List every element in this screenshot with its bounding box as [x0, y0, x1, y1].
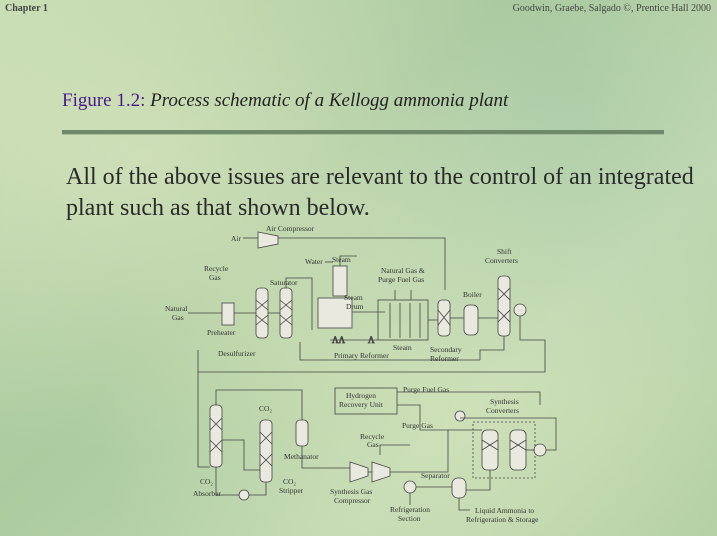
label-purge-gas: Purge Gas — [402, 421, 433, 430]
label-synthesis-converters-1: Synthesis — [490, 397, 519, 406]
label-steam-drum-2: Drum — [346, 302, 364, 311]
label-synthesis-gas-compressor-2: Compressor — [334, 496, 371, 505]
synthesis-exchanger-icon — [454, 410, 466, 422]
label-liquid-ammonia-2: Refrigeration & Storage — [466, 515, 539, 524]
label-steam-bottom: Steam — [393, 343, 412, 352]
label-natural-gas-1: Natural — [165, 304, 188, 313]
methanator-icon — [295, 419, 309, 447]
label-liquid-ammonia-1: Liquid Ammonia to — [475, 506, 534, 515]
label-water: Water — [305, 257, 323, 266]
hydrogen-recovery-unit-icon — [334, 387, 398, 415]
label-air: Air — [231, 234, 242, 243]
chapter-label: Chapter 1 — [5, 3, 48, 14]
label-purge-fuel-gas: Purge Fuel Gas — [403, 385, 449, 394]
air-feed-line — [278, 237, 446, 290]
desulfurizer-icon — [255, 287, 269, 339]
label-recycle-gas-1b: Gas — [209, 273, 221, 282]
label-desulfurizer: Desulfurizer — [218, 349, 256, 358]
label-synthesis-converters-2: Converters — [486, 406, 519, 415]
synthesis-converter-1-icon — [481, 429, 499, 471]
svg-text:ΛΛ: ΛΛ — [332, 335, 346, 345]
label-air-compressor: Air Compressor — [266, 224, 315, 233]
label-recycle-gas-2b: Gas — [367, 440, 379, 449]
synthesis-converter-2-icon — [509, 429, 527, 471]
label-hydrogen-1: Hydrogen — [346, 391, 376, 400]
shift-heat-exchanger-icon — [513, 303, 527, 317]
label-co2-top: CO₂ — [259, 404, 272, 413]
label-co2-absorber-1: CO₂ — [200, 477, 213, 486]
saturator-small-vessel — [332, 265, 348, 297]
steam-drum-icon — [317, 297, 353, 329]
label-secondary-1: Secondary — [430, 345, 462, 354]
separator-icon — [451, 477, 467, 499]
label-preheater: Preheater — [207, 328, 236, 337]
label-recycle-gas-1: Recycle — [204, 264, 229, 273]
air-compressor-icon — [257, 231, 279, 249]
label-steam-top: Steam — [332, 255, 351, 264]
preheater-icon — [221, 302, 235, 326]
label-saturator: Saturator — [270, 278, 298, 287]
label-shift-1: Shift — [497, 247, 513, 256]
synthesis-cooler-icon — [533, 443, 547, 457]
label-steam-drum-1: Steam — [344, 293, 363, 302]
figure-number: Figure 1.2: — [62, 90, 146, 111]
circulation-pump-icon — [238, 489, 250, 501]
label-boiler: Boiler — [463, 290, 482, 299]
figure-caption: Process schematic of a Kellogg ammonia p… — [150, 90, 509, 111]
co2-stripper-icon — [259, 419, 273, 483]
co2-absorber-icon — [209, 404, 223, 468]
label-natural-gas-purge-2: Purge Fuel Gas — [378, 275, 424, 284]
gas-transfer-line — [197, 316, 546, 373]
label-co2-absorber-2: Absorber — [193, 489, 221, 498]
shift-converter-icon — [497, 275, 511, 337]
label-natural-gas-purge-1: Natural Gas & — [381, 266, 425, 275]
refrigeration-exchanger-icon — [403, 480, 417, 494]
label-synthesis-gas-compressor-1: Synthesis Gas — [330, 487, 372, 496]
label-refrigeration-2: Section — [398, 514, 421, 523]
label-natural-gas-2: Gas — [172, 313, 184, 322]
label-separator: Separator — [421, 471, 450, 480]
label-hydrogen-2: Recovery Unit — [339, 400, 384, 409]
saturator-icon — [279, 287, 293, 339]
credit-line: Goodwin, Graebe, Salgado ©, Prentice Hal… — [512, 3, 711, 14]
label-recycle-gas-2: Recycle — [360, 432, 385, 441]
label-co2-stripper-1: CO₂ — [283, 477, 296, 486]
figure-title: Figure 1.2: Process schematic of a Kello… — [62, 90, 508, 112]
label-co2-stripper-2: Stripper — [279, 486, 304, 495]
synthesis-gas-compressor-icon — [349, 461, 369, 483]
label-shift-2: Converters — [485, 256, 518, 265]
label-secondary-2: Reformer — [430, 354, 459, 363]
label-methanator: Methanator — [284, 452, 319, 461]
title-divider — [62, 130, 664, 135]
boiler-icon — [463, 304, 479, 336]
svg-text:Λ: Λ — [368, 335, 375, 345]
primary-reformer-icon — [377, 299, 429, 341]
label-primary-reformer: Primary Reformer — [334, 351, 389, 360]
label-refrigeration-1: Refrigeration — [390, 505, 430, 514]
body-text: All of the above issues are relevant to … — [66, 164, 694, 221]
